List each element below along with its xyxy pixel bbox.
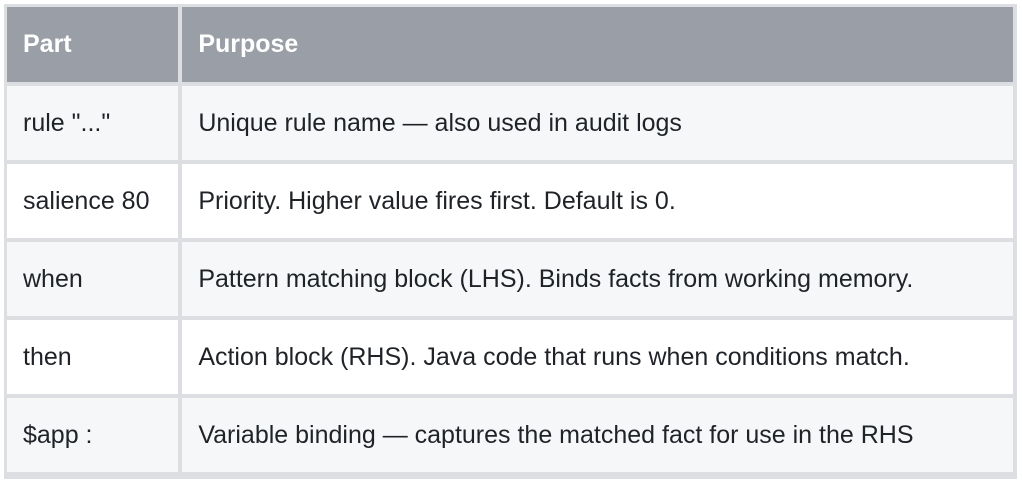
header-purpose: Purpose [182, 7, 1013, 82]
cell-part: when [7, 242, 179, 316]
table-row: when Pattern matching block (LHS). Binds… [7, 242, 1013, 316]
rule-parts-table-container: Part Purpose rule "..." Unique rule name… [4, 4, 1017, 479]
cell-purpose: Action block (RHS). Java code that runs … [182, 320, 1013, 394]
rule-parts-table: Part Purpose rule "..." Unique rule name… [3, 3, 1017, 476]
table-row: $app : Variable binding — captures the m… [7, 398, 1013, 472]
table-row: rule "..." Unique rule name — also used … [7, 86, 1013, 160]
cell-part: salience 80 [7, 164, 179, 238]
table-row: then Action block (RHS). Java code that … [7, 320, 1013, 394]
cell-purpose: Variable binding — captures the matched … [182, 398, 1013, 472]
cell-part: then [7, 320, 179, 394]
cell-purpose: Priority. Higher value fires first. Defa… [182, 164, 1013, 238]
cell-purpose: Pattern matching block (LHS). Binds fact… [182, 242, 1013, 316]
cell-purpose: Unique rule name — also used in audit lo… [182, 86, 1013, 160]
cell-part: $app : [7, 398, 179, 472]
table-header-row: Part Purpose [7, 7, 1013, 82]
table-row: salience 80 Priority. Higher value fires… [7, 164, 1013, 238]
header-part: Part [7, 7, 179, 82]
cell-part: rule "..." [7, 86, 179, 160]
